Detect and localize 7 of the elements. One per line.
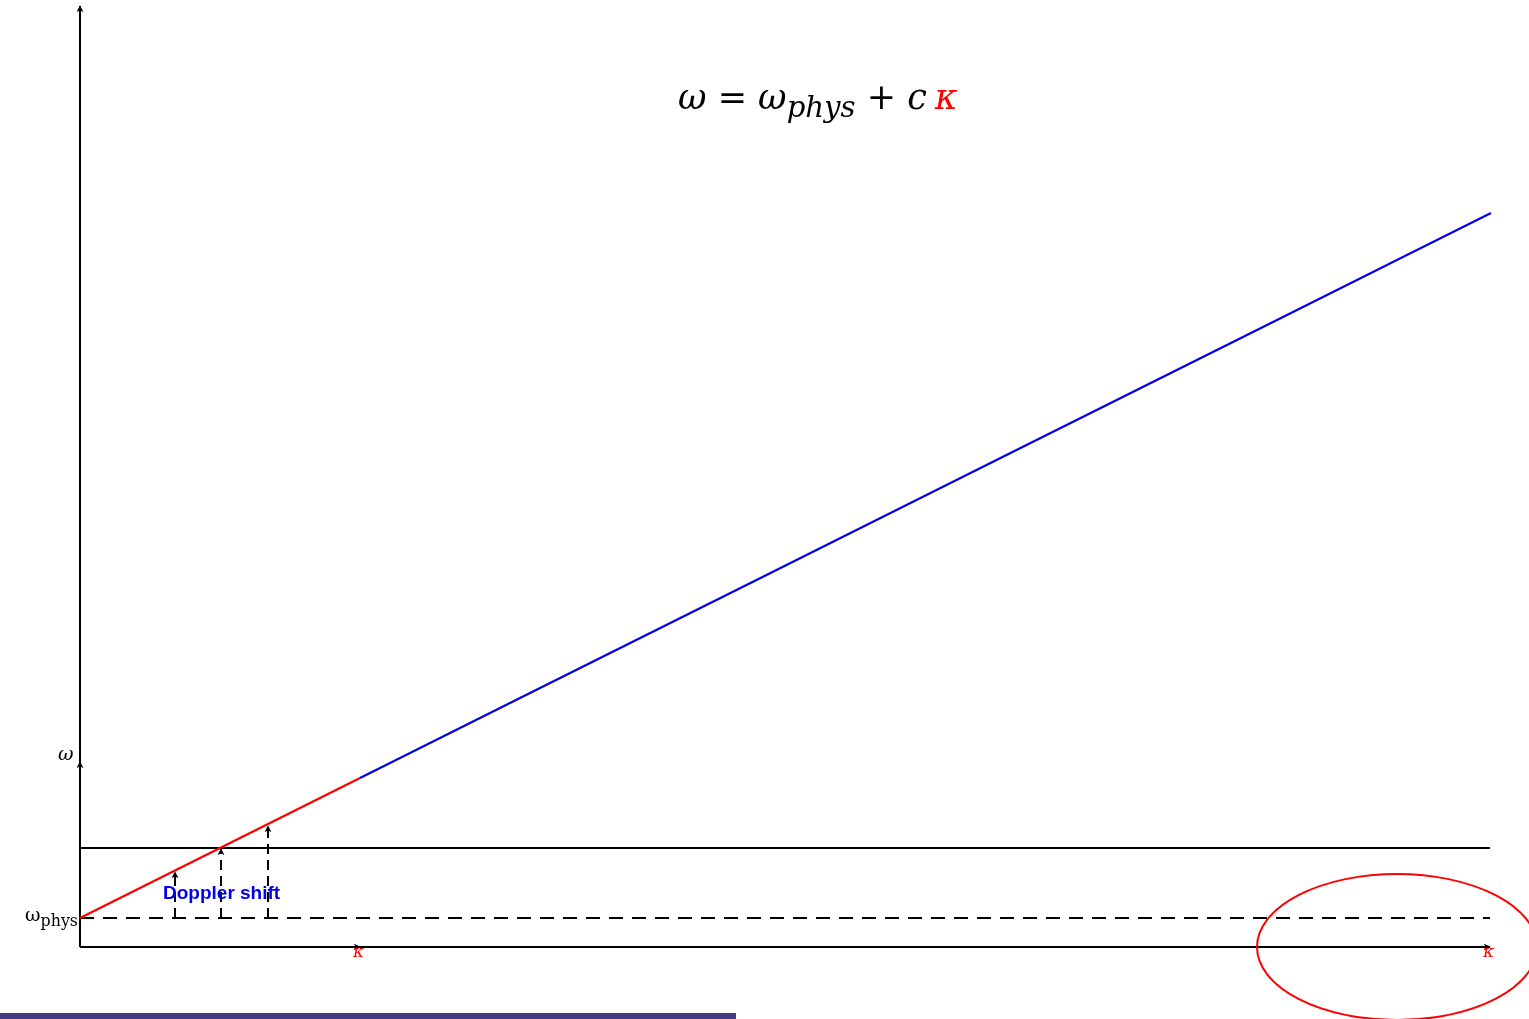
annotation-text: Doppler shift (163, 883, 281, 902)
formula-variable: κ (934, 80, 958, 115)
axis-tick-label: ω$_{phys}$ (25, 905, 78, 929)
axis-label: ω (58, 744, 74, 763)
formula: ω = ω$_{phys}$ + c (678, 80, 927, 123)
axis-label: κ (1483, 943, 1495, 960)
axis-label: κ (353, 943, 365, 960)
